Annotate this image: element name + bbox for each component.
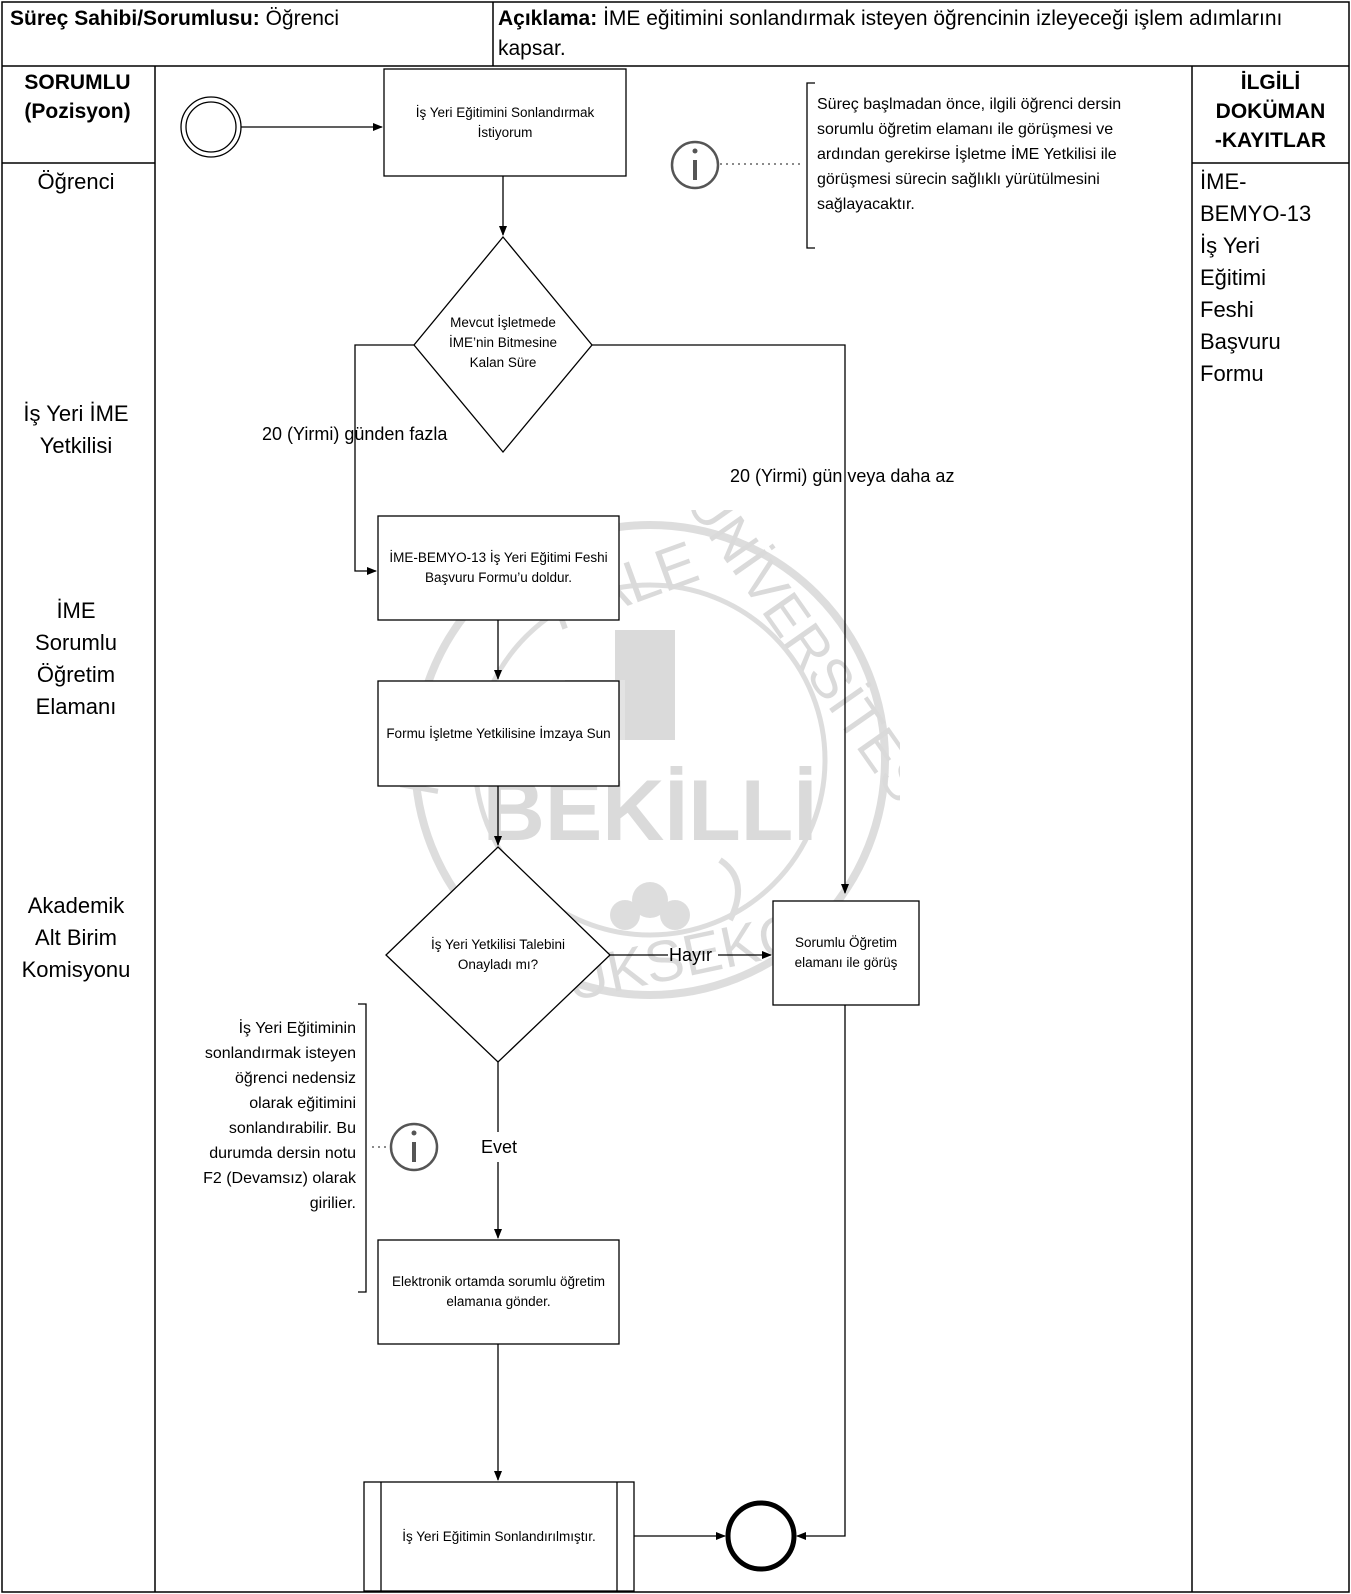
document-line: Formu [1200,361,1264,386]
decision-text-line: Kalan Süre [469,355,537,370]
lane-isyeri-ime-yetkilisi: İş Yeri İME Yetkilisi [0,398,152,462]
lane-label-line: Komisyonu [21,957,131,982]
lane-label-line: Akademik [27,893,125,918]
task-meet-text: Sorumlu Öğretim elamanı ile görüş [794,935,898,970]
branch-less-label: 20 (Yirmi) gün veya daha az [730,466,955,486]
column-header-line: (Pozisyon) [24,100,131,123]
related-documents: İME- BEMYO-13 İş Yeri Eğitimi Feshi Başv… [1200,166,1345,390]
lane-label-line: Öğretim [36,662,116,687]
task-start-text: İş Yeri Eğitimini Sonlandırmak İstiyorum [415,104,595,140]
lane-ogrenci: Öğrenci [37,169,115,194]
column-header-line: SORUMLU [24,71,131,94]
document-line: Eğitimi [1200,265,1267,290]
start-event-inner [185,101,237,153]
task-end-text: İş Yeri Eğitimin Sonlandırılmıştır. [402,1528,596,1544]
branch-more-label: 20 (Yirmi) günden fazla [262,424,448,444]
description-value: İME eğitimini sonlandırmak isteyen öğren… [498,7,1283,60]
description-label: Açıklama: [498,7,598,30]
task-meet-shape [772,900,920,1006]
lane-label-line: İME [56,598,96,623]
process-owner-value: Öğrenci [265,7,340,30]
connector-more-20 [354,344,414,575]
info-icon [670,140,720,190]
connector-meet-end [796,1005,846,1540]
end-event [725,1500,797,1572]
task-send-text: Elektronik ortamda sorumlu öğretim elama… [391,1274,606,1309]
lane-label-line: Yetkilisi [39,433,113,458]
no-label: Hayır [669,945,713,965]
left-info-note: İş Yeri Eğitiminin sonlandırmak isteyen … [203,1020,356,1212]
document-line: İş Yeri [1200,233,1260,258]
lane-label-line: Sorumlu [35,630,117,655]
lane-label-line: Elamanı [35,694,117,719]
decision2-text: İş Yeri Yetkilisi Talebini Onayladı mı? [408,935,588,975]
lane-ime-sorumlu: İME Sorumlu Öğretim Elamanı [0,595,152,723]
process-description: Açıklama: İME eğitimini sonlandırmak ist… [498,4,1338,64]
task-start-shape [383,68,627,177]
note-bracket [806,82,815,249]
decision-text-line: İME’nin Bitmesine [448,335,558,350]
document-line: Feshi [1200,297,1254,322]
decision-text-line: Onayladı mı? [457,957,539,972]
column-header-line: İLGİLİ [1240,71,1301,94]
document-line: İME- [1200,169,1247,194]
note-bracket [358,1003,367,1293]
responsible-column-header: SORUMLU (Pozisyon) [0,68,155,126]
task-form-text: İME-BEMYO-13 İş Yeri Eğitimi Feshi Başvu… [389,550,608,585]
info-icon [389,1122,439,1172]
document-line: Başvuru [1200,329,1281,354]
top-info-note: Süreç başlmadan önce, ilgili öğrenci der… [817,96,1122,213]
process-owner-label: Süreç Sahibi/Sorumlusu: [10,7,260,30]
task-send-shape [377,1239,620,1345]
lane-akademik-komisyon: Akademik Alt Birim Komisyonu [0,890,152,986]
connector-less-20 [592,344,849,894]
column-header-line: -KAYITLAR [1214,129,1327,152]
document-line: BEMYO-13 [1200,201,1312,226]
decision1-shape [413,235,593,454]
decision-text-line: İş Yeri Yetkilisi Talebini [430,937,566,952]
task-form-shape [377,515,620,621]
process-owner: Süreç Sahibi/Sorumlusu: Öğrenci [10,4,480,34]
task-end-shape [363,1481,635,1592]
university-seal-watermark: BEKİLLİ KALE ÜNİVERSİTESİ P YÜKSEKO [400,510,900,1010]
task-sign-text: Formu İşletme Yetkilisine İmzaya Sun [386,725,611,741]
column-header-line: DOKÜMAN [1215,100,1326,123]
decision-text-line: Mevcut İşletmede [450,315,556,330]
yes-label: Evet [481,1137,518,1157]
decision1-text: Mevcut İşletmede İME’nin Bitmesine Kalan… [423,313,583,373]
lane-label-line: İş Yeri İME [23,401,129,426]
documents-column-header: İLGİLİ DOKÜMAN -KAYITLAR [1192,68,1349,155]
start-event-outer [180,96,242,158]
lane-label-line: Alt Birim [35,925,117,950]
